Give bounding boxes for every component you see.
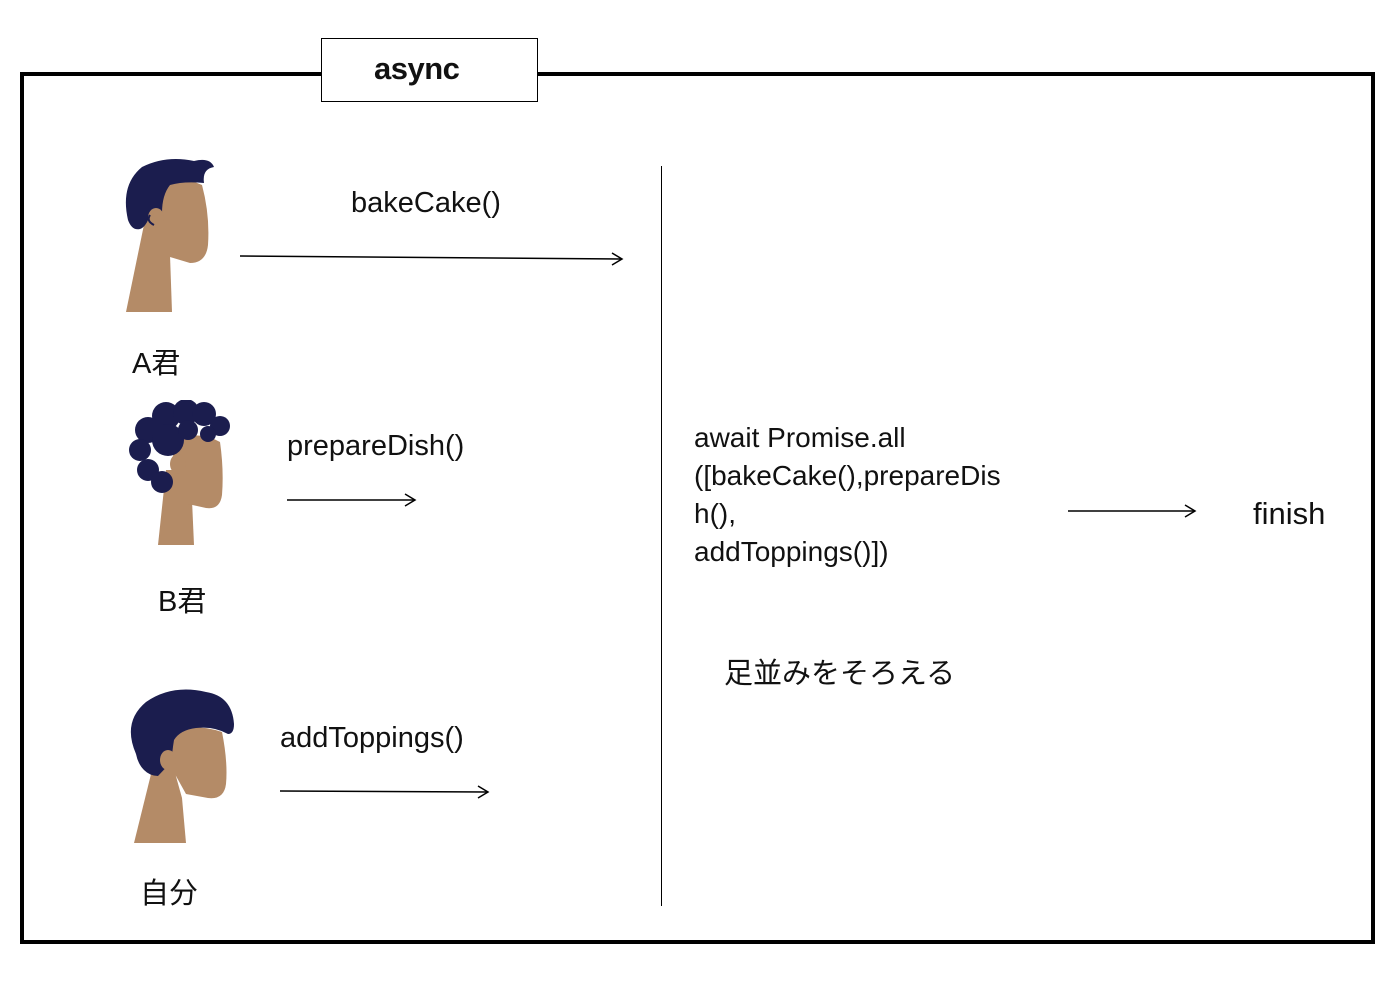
code-line: h(),: [694, 498, 736, 529]
code-line: await Promise.all: [694, 422, 906, 453]
code-line: addToppings()]): [694, 536, 889, 567]
person-self-icon: [130, 689, 234, 843]
code-line: ([bakeCake(),prepareDis: [694, 460, 1001, 491]
person-b-icon: [129, 400, 230, 545]
caption-text: 足並みをそろえる: [724, 656, 956, 690]
person-a-label: A君: [132, 348, 181, 380]
person-a-task: bakeCake(): [351, 187, 501, 219]
diagram-title: async: [374, 51, 460, 86]
promise-all-code: await Promise.all ([bakeCake(),prepareDi…: [694, 419, 1001, 571]
person-self-task: addToppings(): [280, 722, 464, 754]
person-b-arrow: [287, 493, 417, 507]
diagram-frame: [20, 72, 1375, 944]
person-self-label: 自分: [140, 878, 199, 910]
person-b-label: B君: [158, 586, 207, 618]
person-b-task: prepareDish(): [287, 430, 465, 462]
sync-divider-line: [661, 166, 662, 906]
result-arrow: [1068, 504, 1197, 518]
person-self-arrow: [279, 785, 490, 799]
person-a-icon: [125, 159, 214, 312]
title-box: async: [321, 38, 538, 102]
finish-label: finish: [1253, 496, 1326, 531]
person-a-arrow: [239, 252, 624, 266]
